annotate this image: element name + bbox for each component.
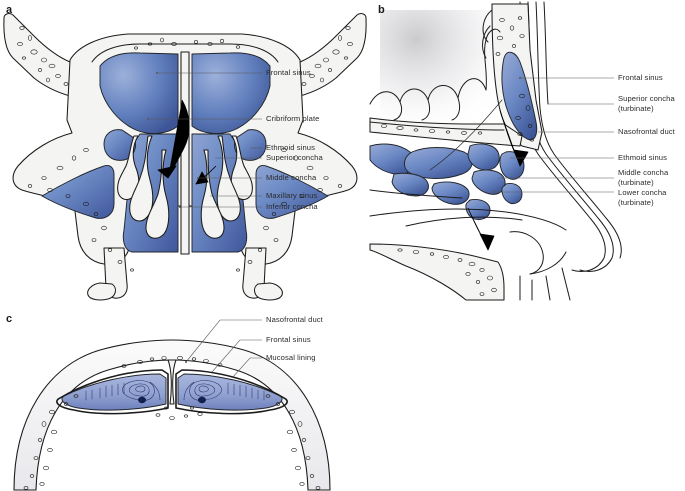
panel-a: a xyxy=(0,0,370,301)
panel-c-letter: c xyxy=(6,313,13,325)
lower-concha-b2 xyxy=(391,172,429,197)
label-a-frontal-sinus: Frontal sinus xyxy=(266,68,311,77)
mucosal-swirls xyxy=(85,380,265,404)
superior-concha-b xyxy=(467,143,500,171)
palate-tongue xyxy=(369,189,567,231)
panel-a-illustration xyxy=(3,13,367,301)
trabecular-bone-texture xyxy=(17,26,353,272)
label-a-maxillary-sinus: Maxillary sinus xyxy=(266,191,318,200)
label-b-nasofrontal-duct: Nasofrontal duct xyxy=(618,127,675,136)
maxilla-mandible xyxy=(369,231,571,301)
ethmoid-cell-b2 xyxy=(501,183,523,205)
middle-concha-b2 xyxy=(431,181,470,205)
panel-a-leader-dots xyxy=(147,72,199,208)
panel-b-illustration xyxy=(369,1,622,301)
middle-concha-b xyxy=(471,169,506,195)
label-c-frontal-sinus: Frontal sinus xyxy=(266,335,311,344)
skull-cross-section xyxy=(13,339,331,491)
frontal-sinus-septum xyxy=(167,359,177,405)
label-c-mucosal-lining: Mucosal lining xyxy=(266,353,316,362)
label-c-nasofrontal-duct: Nasofrontal duct xyxy=(266,315,323,324)
brain-convolutions xyxy=(369,9,501,121)
panel-c-illustration xyxy=(13,319,331,491)
label-a-inferior-concha: Inferior concha xyxy=(266,202,318,211)
airflow-arrows xyxy=(467,109,529,251)
label-a-superior-concha: Superior concha xyxy=(266,153,323,162)
right-maxillary-sinus xyxy=(255,165,329,219)
label-a-cribriform-plate: Cribriform plate xyxy=(266,114,320,123)
panel-b-leader-lines xyxy=(494,77,614,193)
label-b-lower-concha: Lower concha (turbinate) xyxy=(618,188,667,207)
label-a-ethmoid-sinus: Ethmoid sinus xyxy=(266,143,315,152)
panel-c-leader-dots xyxy=(185,361,187,363)
turbinates xyxy=(117,135,253,239)
label-b-middle-concha: Middle concha (turbinate) xyxy=(618,168,669,187)
panel-b-leader-dots xyxy=(493,77,521,193)
label-b-ethmoid-sinus: Ethmoid sinus xyxy=(618,153,667,162)
label-b-frontal-sinus: Frontal sinus xyxy=(618,73,663,82)
panel-b-letter: b xyxy=(378,4,385,16)
panel-b: b xyxy=(369,0,685,301)
conchae-b xyxy=(369,143,525,221)
panel-a-letter: a xyxy=(6,4,13,16)
panel-c: c xyxy=(0,300,370,491)
panel-c-leader-lines xyxy=(185,319,262,379)
left-ethmoid-cell xyxy=(103,129,137,161)
panel-c-trabecular xyxy=(23,356,321,490)
label-b-superior-concha: Superior concha (turbinate) xyxy=(618,94,675,113)
label-a-middle-concha: Middle concha xyxy=(266,173,317,182)
left-mucosal-lining xyxy=(56,369,169,415)
right-mucosal-lining xyxy=(175,369,288,415)
lower-concha-b xyxy=(404,147,473,179)
nasofrontal-duct-path xyxy=(429,99,503,171)
panel-a-leader-lines xyxy=(148,72,262,208)
left-maxillary-sinus xyxy=(41,165,115,219)
panel-b-trabecular xyxy=(381,16,534,296)
